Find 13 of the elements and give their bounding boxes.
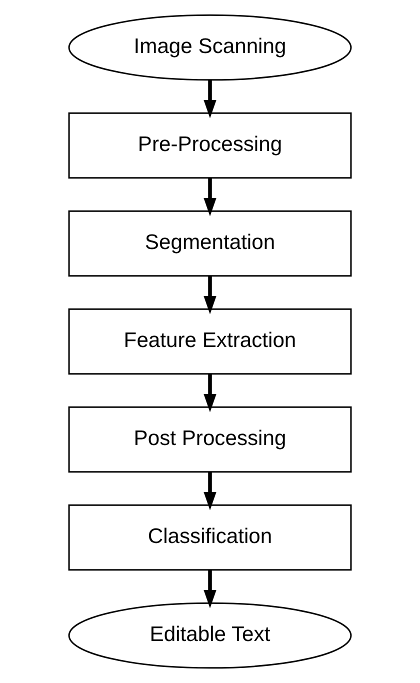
arrow (204, 374, 216, 412)
arrow (204, 80, 216, 118)
node-ellipse: Editable Text (68, 602, 352, 669)
node-box: Pre-Processing (68, 112, 352, 179)
arrow (204, 472, 216, 510)
node-box: Feature Extraction (68, 308, 352, 375)
arrow (204, 178, 216, 216)
arrow (204, 570, 216, 608)
node-box: Classification (68, 504, 352, 571)
node-ellipse: Image Scanning (68, 14, 352, 81)
node-box: Segmentation (68, 210, 352, 277)
node-box: Post Processing (68, 406, 352, 473)
arrow (204, 276, 216, 314)
